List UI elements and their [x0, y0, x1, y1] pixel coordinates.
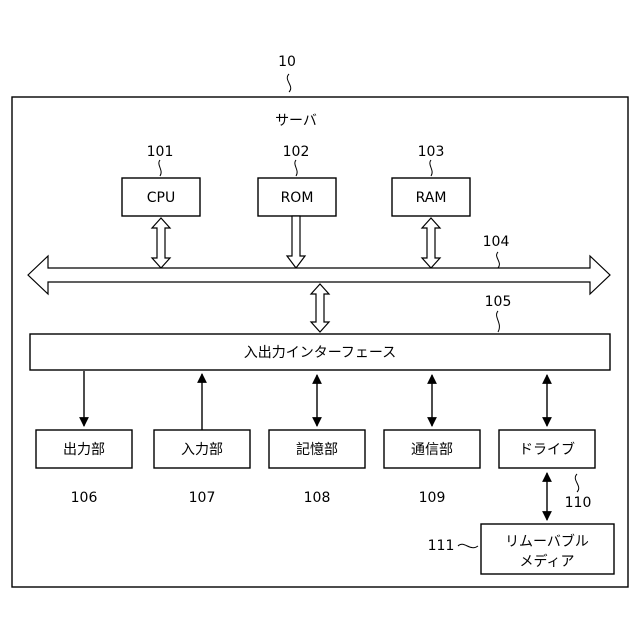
server-ref-leader	[287, 74, 290, 92]
cpu-ref: 101	[147, 144, 174, 160]
cpu-label: CPU	[147, 190, 175, 206]
storage-unit-label: 記憶部	[296, 441, 338, 458]
input-unit-label: 入力部	[181, 442, 223, 458]
server-title: サーバ	[275, 113, 317, 129]
ram-label: RAM	[416, 190, 447, 206]
comm-unit-ref: 109	[419, 490, 446, 506]
output-unit-ref: 106	[71, 490, 98, 506]
drive-ref: 110	[565, 495, 592, 511]
comm-unit-label: 通信部	[411, 442, 453, 458]
removable-media-label-line1: リムーバブル	[505, 533, 589, 550]
input-unit-ref: 107	[189, 490, 216, 506]
bus-ref: 104	[483, 234, 510, 250]
storage-unit-ref: 108	[304, 490, 331, 506]
rom-ref: 102	[283, 144, 310, 160]
server-ref: 10	[278, 54, 296, 70]
output-unit-label: 出力部	[63, 442, 105, 458]
rom-label: ROM	[281, 190, 314, 206]
io-interface-ref: 105	[485, 294, 512, 310]
removable-media-label-line2: メディア	[519, 553, 574, 570]
removable-media-ref: 111	[428, 538, 455, 554]
drive-label: ドライブ	[519, 441, 575, 458]
io-interface-label: 入出力インターフェース	[244, 345, 396, 361]
ram-ref: 103	[418, 144, 445, 160]
